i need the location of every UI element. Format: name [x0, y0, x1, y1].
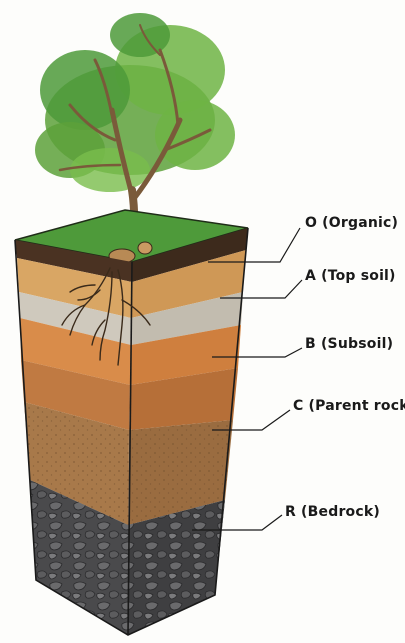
label-r-horizon: R (Bedrock) [285, 504, 380, 520]
label-b-horizon: B (Subsoil) [305, 336, 393, 352]
label-o-horizon: O (Organic) [305, 215, 398, 231]
tree-foliage [35, 13, 235, 192]
label-c-horizon: C (Parent rock) [293, 398, 405, 414]
rock [138, 242, 152, 254]
label-a-horizon: A (Top soil) [305, 268, 396, 284]
left-face [15, 240, 132, 635]
